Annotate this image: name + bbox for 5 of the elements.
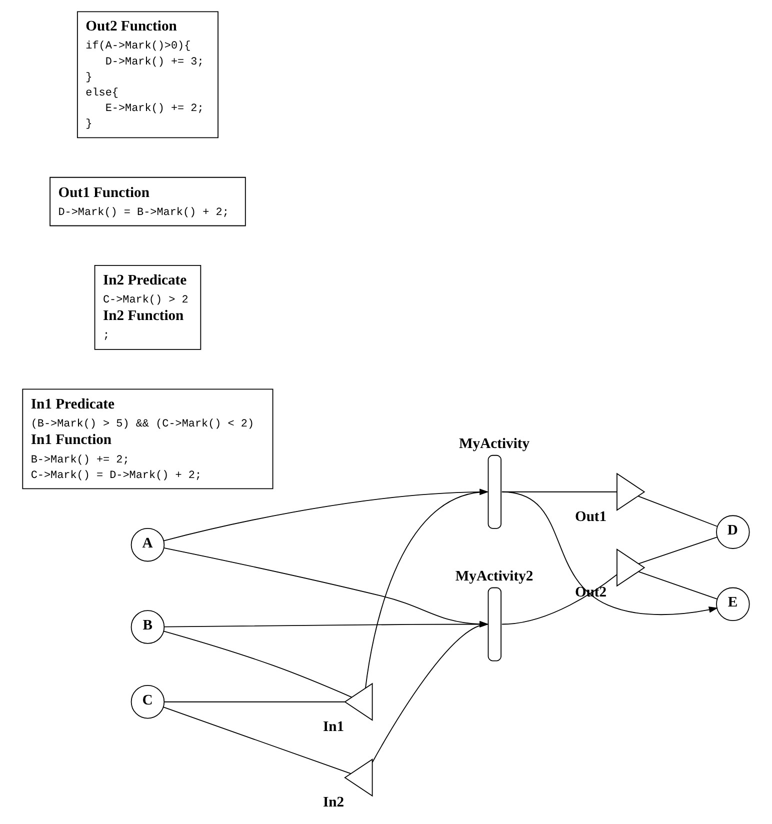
node-label: MyActivity2 [455,568,534,584]
node-label: In2 [323,794,344,811]
node-label: Out1 [574,508,607,525]
node-label: In1 [323,718,344,735]
node-label: MyActivity [459,436,530,452]
